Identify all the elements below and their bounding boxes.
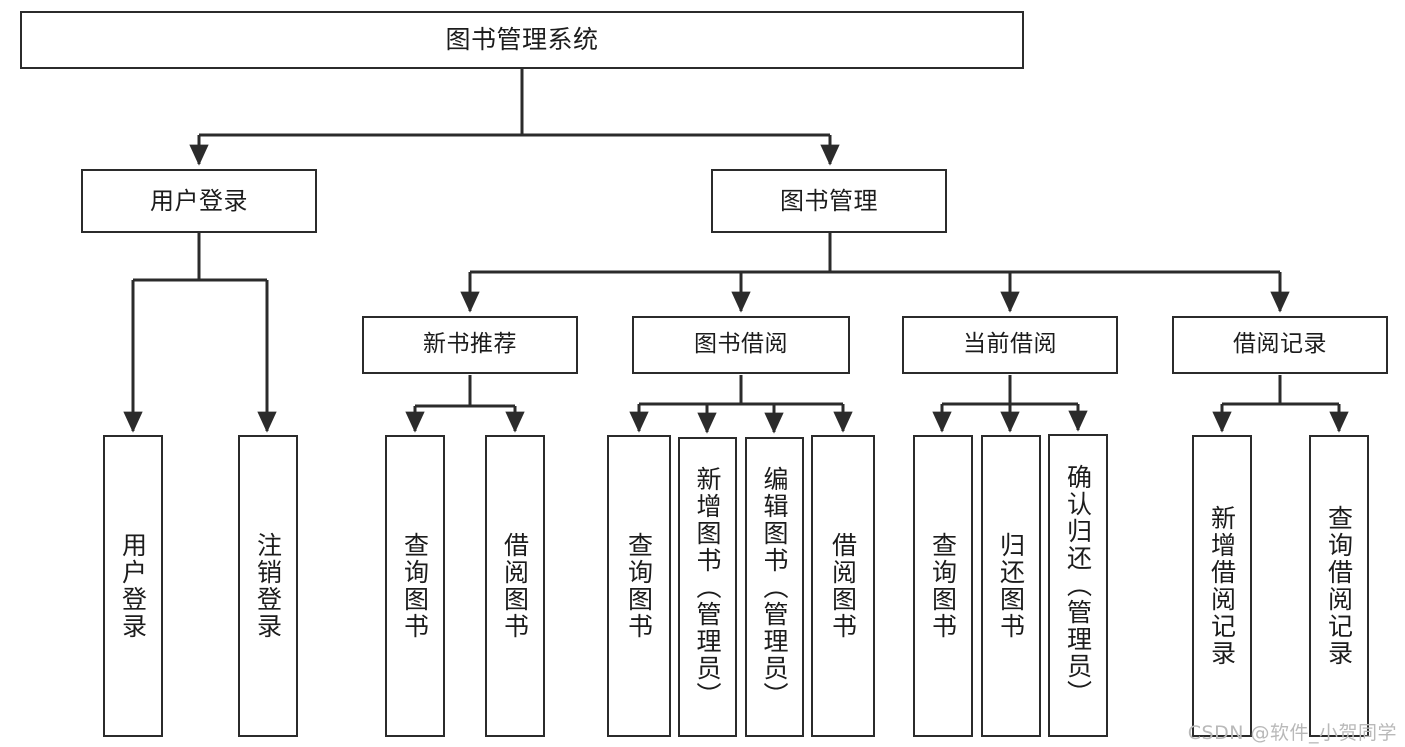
node-book-management[interactable]: 图书管理 — [711, 169, 947, 233]
leaf-current-borrow-query[interactable]: 查询图书 — [913, 435, 973, 737]
leaf-book-borrow-add-admin[interactable]: 新增图书（管理员） — [678, 437, 737, 737]
leaf-borrow-record-query[interactable]: 查询借阅记录 — [1309, 435, 1369, 737]
node-new-book-recommend[interactable]: 新书推荐 — [362, 316, 578, 374]
node-label: 查询图书 — [400, 532, 430, 640]
node-root-system[interactable]: 图书管理系统 — [20, 11, 1024, 69]
csdn-watermark: CSDN @软件_小贺同学 — [1187, 722, 1397, 744]
leaf-new-book-query[interactable]: 查询图书 — [385, 435, 445, 737]
leaf-user-login-logout[interactable]: 注销登录 — [238, 435, 298, 737]
node-label: 借阅图书 — [828, 532, 858, 640]
node-label: 新书推荐 — [423, 331, 517, 358]
node-label: 查询图书 — [928, 532, 958, 640]
leaf-current-borrow-return[interactable]: 归还图书 — [981, 435, 1041, 737]
leaf-current-borrow-confirm-admin[interactable]: 确认归还（管理员） — [1048, 434, 1108, 737]
node-label: 借阅图书 — [500, 532, 530, 640]
node-label: 归还图书 — [996, 532, 1026, 640]
leaf-book-borrow-borrow[interactable]: 借阅图书 — [811, 435, 875, 737]
node-label: 新增借阅记录 — [1207, 505, 1237, 667]
leaf-new-book-borrow[interactable]: 借阅图书 — [485, 435, 545, 737]
leaf-borrow-record-add[interactable]: 新增借阅记录 — [1192, 435, 1252, 737]
node-label: 图书管理系统 — [445, 25, 599, 55]
leaf-book-borrow-edit-admin[interactable]: 编辑图书（管理员） — [745, 437, 804, 737]
node-label: 用户登录 — [118, 532, 148, 640]
node-label: 注销登录 — [253, 532, 283, 640]
leaf-book-borrow-query[interactable]: 查询图书 — [607, 435, 671, 737]
node-current-borrow[interactable]: 当前借阅 — [902, 316, 1118, 374]
node-label: 查询图书 — [624, 532, 654, 640]
node-label: 图书借阅 — [694, 331, 788, 358]
node-label: 借阅记录 — [1233, 331, 1327, 358]
leaf-user-login-login[interactable]: 用户登录 — [103, 435, 163, 737]
node-label: 新增图书（管理员） — [693, 465, 722, 709]
node-user-login[interactable]: 用户登录 — [81, 169, 317, 233]
node-label: 用户登录 — [150, 186, 248, 215]
node-label: 编辑图书（管理员） — [760, 465, 789, 709]
node-label: 图书管理 — [780, 186, 878, 215]
node-book-borrow[interactable]: 图书借阅 — [632, 316, 850, 374]
node-label: 查询借阅记录 — [1324, 505, 1354, 667]
node-label: 确认归还（管理员） — [1063, 464, 1093, 707]
node-label: 当前借阅 — [963, 331, 1057, 358]
node-borrow-record[interactable]: 借阅记录 — [1172, 316, 1388, 374]
